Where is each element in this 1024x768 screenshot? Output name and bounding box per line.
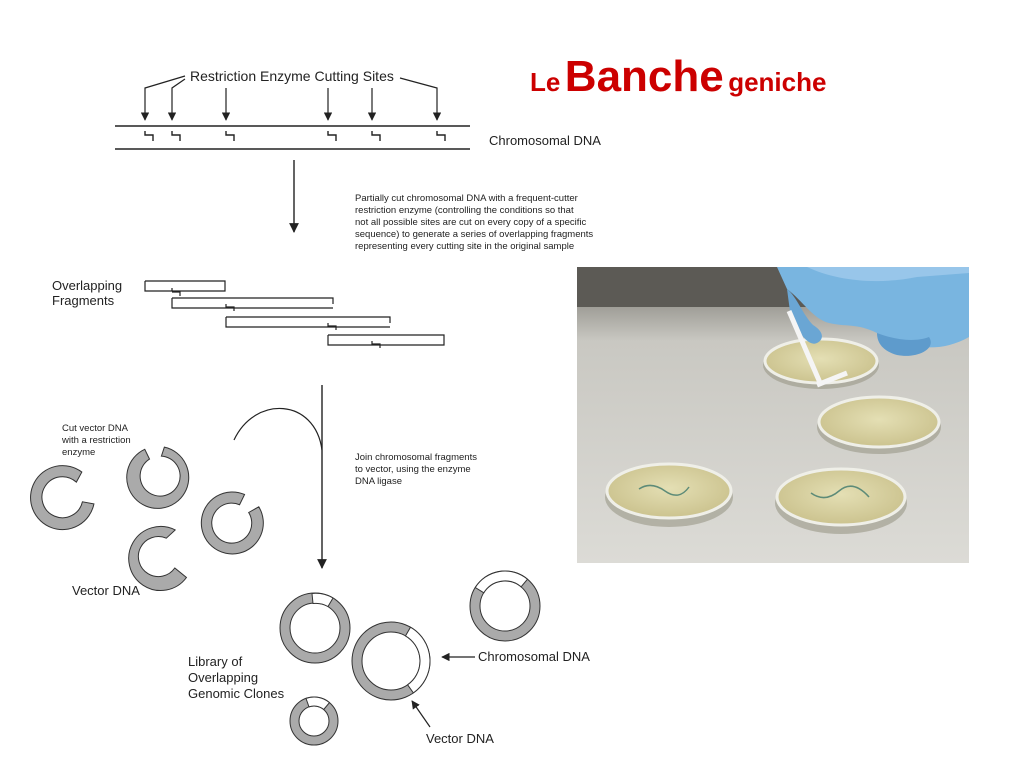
- cutting-site-arrows: [140, 75, 442, 121]
- chromosomal-dna-label: Chromosomal DNA: [489, 133, 601, 148]
- petri-dish: [605, 462, 733, 527]
- library-label: Library of Overlapping Genomic Clones: [188, 654, 285, 701]
- cut-vector-ring: [200, 491, 264, 555]
- cut-vector-description: Cut vector DNA with a restriction enzyme: [61, 423, 133, 458]
- title-prefix: Le: [530, 67, 561, 97]
- pointer-vector-label: Vector DNA: [426, 731, 494, 746]
- title-suffix: geniche: [728, 67, 827, 97]
- petri-dish: [775, 467, 907, 534]
- cut-vector-ring: [30, 465, 95, 531]
- vector-dna-label: Vector DNA: [72, 583, 140, 598]
- cut-vector-ring: [128, 526, 188, 591]
- glass-spreader: [786, 310, 824, 386]
- glass-spreader-foot: [816, 370, 848, 388]
- join-description: Join chromosomal fragments to vector, us…: [355, 452, 480, 487]
- library-clone: [289, 696, 339, 746]
- petri-dish: [763, 337, 879, 389]
- library-clone-rings: [279, 570, 541, 746]
- gloved-hand: [777, 267, 969, 356]
- chromosomal-dna-strand: [115, 125, 470, 150]
- petri-dish: [817, 395, 941, 454]
- cut-vector-ring: [126, 446, 190, 509]
- slide-title: Le Banche geniche: [530, 52, 826, 102]
- partial-cut-description: Partially cut chromosomal DNA with a fre…: [355, 193, 596, 252]
- curve-arc: [233, 407, 323, 451]
- petri-dish-photo-art: [577, 267, 969, 563]
- library-clone: [279, 592, 351, 664]
- cutting-sites-label: Restriction Enzyme Cutting Sites: [190, 68, 394, 84]
- overlapping-fragments: [144, 280, 445, 348]
- title-main: Banche: [564, 52, 724, 101]
- pointer-chromosomal-label: Chromosomal DNA: [478, 649, 590, 664]
- petri-dish-photo: [577, 267, 969, 563]
- pointer-arrow-vector: [411, 700, 431, 728]
- library-clone: [351, 621, 431, 701]
- overlapping-fragments-label: Overlapping Fragments: [52, 278, 126, 308]
- cut-vector-rings: [30, 446, 264, 591]
- library-clone: [469, 570, 541, 642]
